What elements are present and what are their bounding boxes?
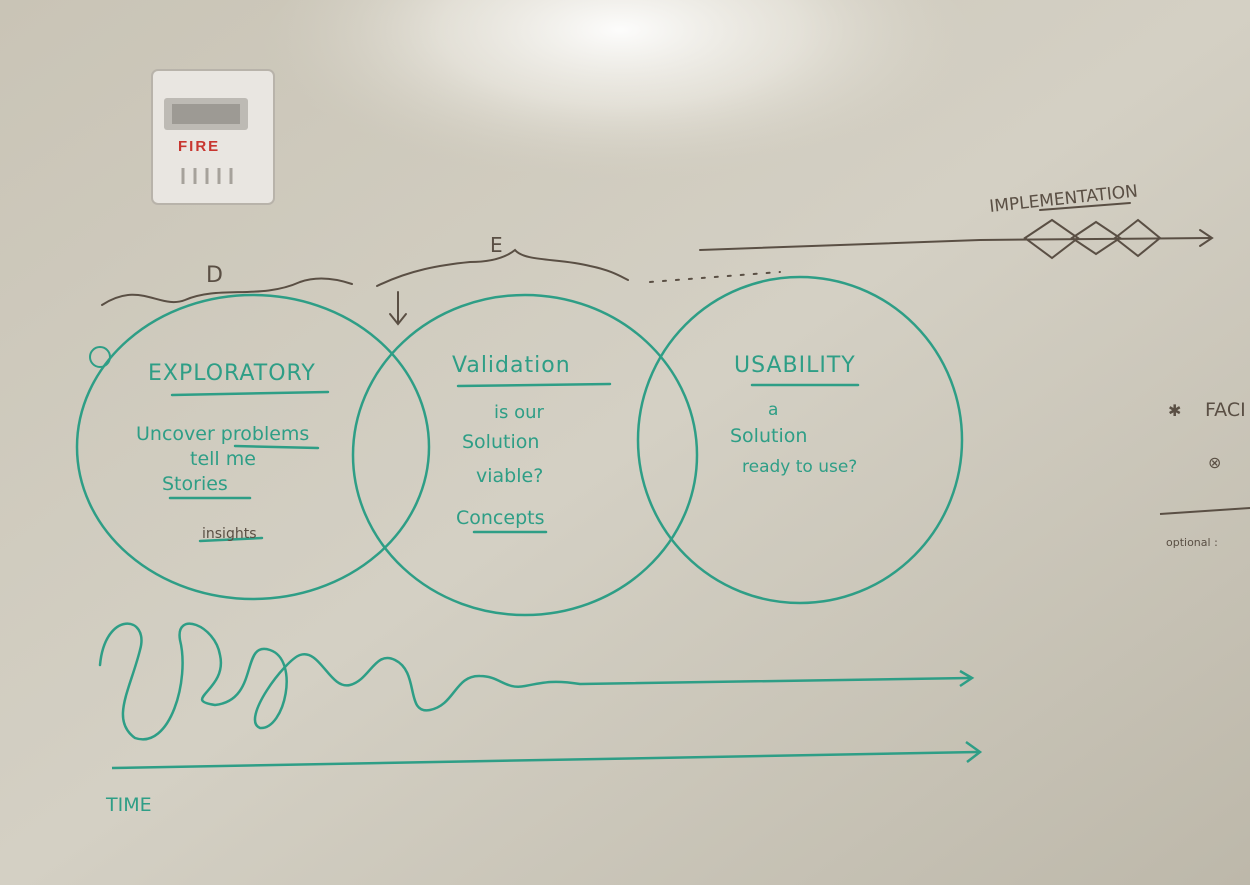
right-divider <box>1159 507 1250 515</box>
right-item-1: FACI <box>1205 399 1246 421</box>
validation-title: Validation <box>452 353 571 378</box>
validation-line-1: is our <box>494 402 545 423</box>
right-star-icon: ✱ <box>1168 401 1181 420</box>
usability-line-3: ready to use? <box>742 457 857 477</box>
validation-note: Concepts <box>456 507 544 529</box>
heading-underlines <box>168 382 860 543</box>
time-axis <box>111 750 979 770</box>
usability-title: USABILITY <box>734 353 856 378</box>
time-axis-arrowhead <box>965 740 983 763</box>
fire-alarm-device: FIRE <box>151 69 275 205</box>
circle-exploratory <box>75 293 431 601</box>
right-note: optional : <box>1166 536 1218 549</box>
fire-alarm-label: FIRE <box>178 138 220 155</box>
label-d: D <box>206 263 223 288</box>
implementation-diamonds <box>1023 218 1162 260</box>
squiggle-arrowhead <box>959 669 975 688</box>
exploratory-line-1: Uncover problems <box>136 423 309 445</box>
usability-line-2: Solution <box>730 425 807 447</box>
usability-line-1: a <box>768 400 778 420</box>
squiggle-arrow <box>98 622 972 741</box>
top-braces <box>101 202 1214 326</box>
exploratory-note: insights <box>202 526 257 542</box>
circle-validation <box>351 293 699 617</box>
light-glare <box>260 0 980 210</box>
validation-line-2: Solution <box>462 431 539 453</box>
exploratory-line-3: Stories <box>162 473 228 495</box>
exploratory-line-2: tell me <box>190 448 256 470</box>
exploratory-title: EXPLORATORY <box>148 361 316 386</box>
validation-line-3: viable? <box>476 465 543 487</box>
venn-circles <box>75 275 964 617</box>
star-mark-icon <box>89 346 111 368</box>
circle-usability <box>636 275 964 605</box>
time-label: TIME <box>105 794 152 816</box>
right-mark-icon: ⊗ <box>1208 453 1221 472</box>
label-e: E <box>490 233 503 257</box>
